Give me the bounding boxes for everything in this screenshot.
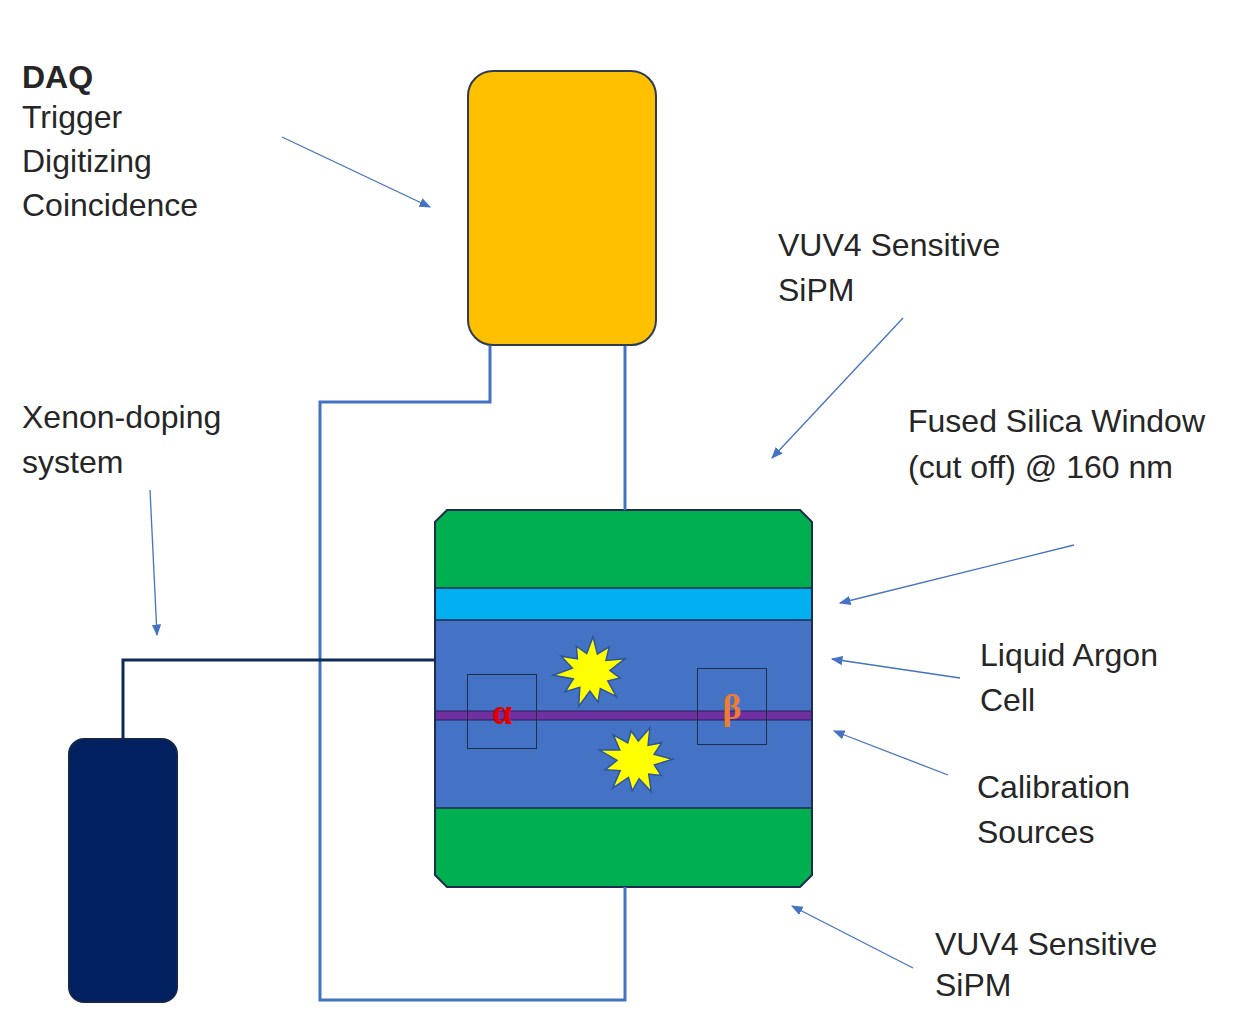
beta-source: β bbox=[697, 668, 767, 745]
system-heading: DAQ bbox=[22, 55, 93, 99]
leader-line bbox=[792, 906, 913, 968]
part-label: VUV4 Sensitive SiPM bbox=[935, 924, 1180, 1006]
signal-cable bbox=[320, 346, 625, 1000]
window-band: Fused Silica Window (cut off) @ 160 nm bbox=[435, 588, 812, 620]
sipm-top-fill bbox=[435, 510, 812, 588]
leader-line bbox=[150, 490, 157, 635]
detector-body bbox=[435, 510, 812, 887]
xenon-bottle: Xenon-doping system bbox=[68, 738, 178, 1003]
leader-line bbox=[772, 318, 903, 458]
detector-outline bbox=[435, 510, 812, 887]
leader-line bbox=[834, 731, 948, 775]
part-label: Liquid Argon Cell bbox=[980, 633, 1190, 723]
scintillation-flash bbox=[553, 637, 625, 707]
signal-cable bbox=[624, 346, 627, 510]
gas-line bbox=[123, 660, 435, 738]
band-separator bbox=[435, 807, 812, 809]
part-label: Xenon-doping system bbox=[22, 395, 257, 485]
leader-line bbox=[282, 137, 430, 207]
sipm-band: VUV4 Sensitive SiPM bbox=[435, 510, 812, 588]
leader-line bbox=[840, 545, 1074, 603]
source-bar-fill bbox=[435, 711, 812, 720]
leader-line bbox=[832, 659, 960, 678]
source-symbol: α bbox=[492, 694, 512, 730]
source-bar: Calibration Sources bbox=[435, 711, 812, 720]
sipm-bottom-fill bbox=[435, 808, 812, 887]
part-label: Calibration Sources bbox=[977, 765, 1177, 855]
part-label: Fused Silica Window (cut off) @ 160 nm bbox=[908, 398, 1240, 490]
band-separator bbox=[435, 619, 812, 621]
window-fill bbox=[435, 588, 812, 620]
part-label: Trigger Digitizing Coincidence bbox=[22, 95, 198, 227]
band-separator bbox=[435, 587, 812, 589]
scintillation-flash bbox=[599, 728, 672, 792]
alpha-source: α bbox=[467, 674, 537, 749]
sipm-band: VUV4 Sensitive SiPM bbox=[435, 808, 812, 887]
daq-box: DAQTrigger Digitizing Coincidence bbox=[467, 70, 657, 346]
source-symbol: β bbox=[723, 689, 742, 725]
argon-cell: Liquid Argon CellCalibration Sourcesαβ bbox=[435, 620, 812, 808]
part-label: VUV4 Sensitive SiPM bbox=[778, 223, 1023, 313]
